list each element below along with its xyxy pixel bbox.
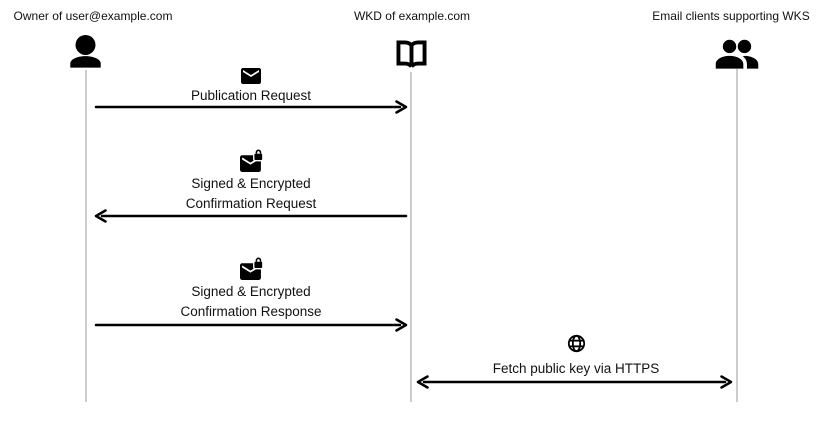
- envelope-icon: [241, 68, 261, 84]
- message-3-label: Signed & Encrypted Confirmation Response: [180, 284, 322, 319]
- arrow-right-publication-request: [94, 100, 408, 114]
- open-book-icon: [396, 40, 427, 68]
- lifeline-wkd: [410, 72, 412, 402]
- person-icon: [70, 35, 101, 68]
- lifeline-email-clients: [736, 69, 738, 402]
- actor-label-owner: Owner of user@example.com: [13, 9, 173, 23]
- arrow-right-confirmation-response: [94, 318, 408, 332]
- envelope-lock-icon: [240, 257, 263, 280]
- actor-label-email-clients: Email clients supporting WKS: [652, 9, 810, 23]
- envelope-lock-icon: [240, 149, 263, 172]
- arrow-both-fetch-public-key: [416, 375, 733, 389]
- lifeline-owner: [85, 70, 87, 402]
- actor-label-wkd: WKD of example.com: [353, 9, 471, 23]
- message-1-label: Publication Request: [190, 88, 312, 103]
- people-icon: [715, 39, 759, 69]
- arrow-left-confirmation-request: [94, 209, 408, 223]
- globe-icon: [567, 334, 586, 353]
- message-2-label: Signed & Encrypted Confirmation Request: [185, 176, 317, 211]
- message-4-label: Fetch public key via HTTPS: [492, 361, 660, 376]
